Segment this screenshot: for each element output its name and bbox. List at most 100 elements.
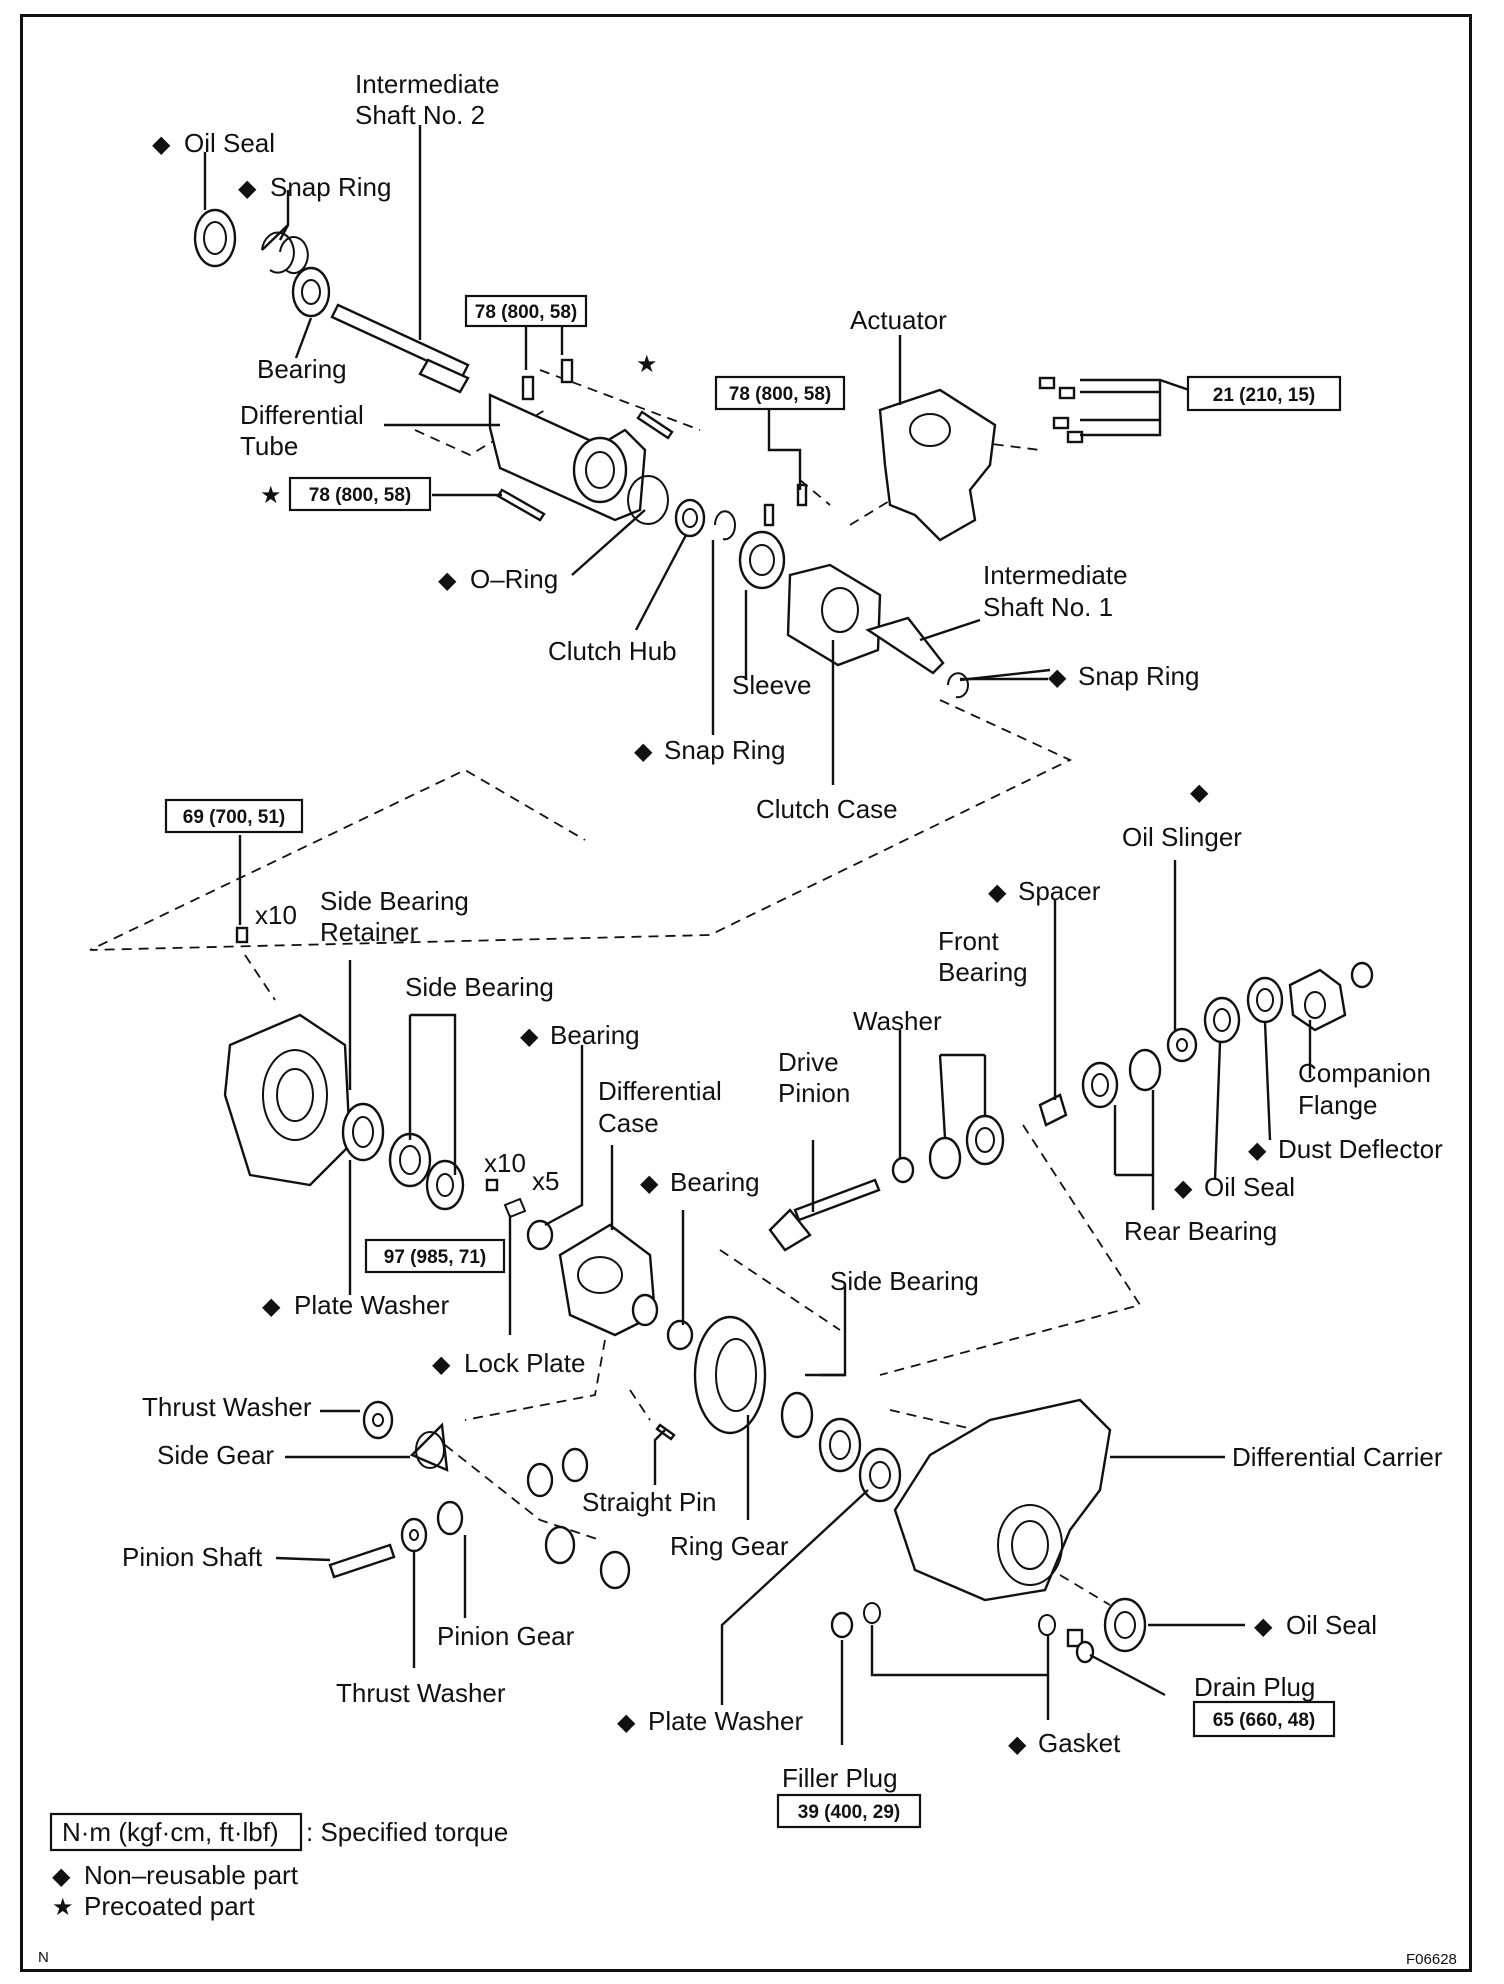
part-differential-carrier [893, 1398, 1112, 1602]
label-drain-plug: Drain Plug [1194, 1672, 1315, 1702]
part-bearing-top [291, 266, 331, 318]
diamond-symbol: ◆ [1254, 1612, 1273, 1640]
label-intermediate-shaft-1-line2: Shaft No. 1 [983, 592, 1113, 622]
label-differential-case-line2: Case [598, 1108, 659, 1138]
label-thrust-washer-bottom: Thrust Washer [336, 1678, 506, 1708]
diamond-symbol: ◆ [52, 1862, 71, 1890]
label-drive-pinion-line2: Pinion [778, 1078, 850, 1108]
label-o-ring: O–Ring [470, 564, 558, 594]
label-oil-seal-carrier: Oil Seal [1286, 1610, 1377, 1640]
part-side-bearing-retainer [223, 926, 352, 1187]
part-sleeve [738, 530, 786, 590]
legend-precoated: Precoated part [84, 1891, 255, 1921]
label-straight-pin: Straight Pin [582, 1487, 716, 1517]
legend-torque-box: N·m (kgf·cm, ft·lbf) [62, 1817, 279, 1847]
label-side-bearing-left: Side Bearing [405, 972, 554, 1002]
diamond-symbol: ◆ [238, 174, 257, 202]
part-o-ring [627, 475, 669, 525]
label-differential-carrier: Differential Carrier [1232, 1442, 1443, 1472]
label-differential-tube-line1: Differential [240, 400, 364, 430]
label-drive-pinion-line1: Drive [778, 1047, 839, 1077]
diamond-symbol: ◆ [520, 1022, 539, 1050]
part-washer-pinion [891, 1156, 915, 1184]
label-bearing-mid: Bearing [550, 1020, 640, 1050]
torque-clutch-case: 78 (800, 58) [729, 384, 831, 405]
label-oil-seal-right: Oil Seal [1204, 1172, 1295, 1202]
part-dust-deflector [1246, 976, 1284, 1024]
part-labels: ◆ Oil Seal ◆ Snap Ring Intermediate Shaf… [122, 69, 1443, 1793]
legend-non-reusable: Non–reusable part [84, 1860, 299, 1890]
part-differential-case [558, 1223, 659, 1337]
label-spacer: Spacer [1018, 876, 1101, 906]
part-spacer [1038, 1093, 1068, 1127]
label-intermediate-shaft-1-line1: Intermediate [983, 560, 1128, 590]
label-differential-case-line1: Differential [598, 1076, 722, 1106]
diamond-symbol: ◆ [1008, 1730, 1027, 1758]
part-intermediate-shaft-2 [330, 303, 470, 394]
label-plate-washer-left: Plate Washer [294, 1290, 449, 1320]
label-companion-flange-line2: Flange [1298, 1090, 1378, 1120]
label-actuator: Actuator [850, 305, 947, 335]
legend: N·m (kgf·cm, ft·lbf) : Specified torque … [38, 1812, 1457, 1968]
corner-mark-left: N [38, 1949, 49, 1966]
label-differential-tube-line2: Tube [240, 431, 298, 461]
leader-lines [203, 125, 1312, 1745]
label-clutch-hub: Clutch Hub [548, 636, 677, 666]
label-pinion-shaft: Pinion Shaft [122, 1542, 263, 1572]
diamond-symbol: ◆ [1048, 663, 1067, 691]
torque-tube-left: 78 (800, 58) [309, 485, 411, 506]
label-side-bearing-retainer-line2: Retainer [320, 917, 419, 947]
part-companion-flange [1288, 961, 1374, 1032]
diamond-symbol: ◆ [617, 1708, 636, 1736]
torque-actuator: 21 (210, 15) [1213, 385, 1315, 406]
label-bearing-top: Bearing [257, 354, 347, 384]
star-symbol: ★ [260, 481, 282, 509]
part-pinion-gear [436, 1500, 464, 1536]
label-oil-seal-top: Oil Seal [184, 128, 275, 158]
torque-retainer: 69 (700, 51) [183, 807, 285, 828]
part-pinion-shaft [328, 1543, 396, 1579]
label-gasket: Gasket [1038, 1728, 1121, 1758]
part-actuator [878, 376, 1084, 542]
label-snap-ring-mid: Snap Ring [664, 735, 785, 765]
label-x5: x5 [532, 1166, 559, 1196]
diamond-symbol: ◆ [1190, 778, 1209, 806]
part-gasket [863, 1602, 1056, 1636]
diamond-symbol: ◆ [432, 1350, 451, 1378]
part-clutch-case [763, 483, 882, 667]
part-oil-seal-top [193, 208, 237, 268]
label-dust-deflector: Dust Deflector [1278, 1134, 1443, 1164]
part-filler-plug [830, 1611, 854, 1639]
part-lock-plate [485, 1178, 527, 1219]
part-side-bearing-left [388, 1132, 465, 1211]
part-bearing-mid [526, 1219, 554, 1251]
label-front-bearing-line2: Bearing [938, 957, 1028, 987]
label-ring-gear: Ring Gear [670, 1531, 789, 1561]
part-snap-ring-top [261, 231, 309, 275]
part-bearing-low [666, 1319, 694, 1351]
part-drive-pinion [768, 1178, 881, 1252]
part-side-bearing-right [780, 1391, 862, 1473]
label-thrust-washer-top: Thrust Washer [142, 1392, 312, 1422]
torque-tube-top: 78 (800, 58) [475, 302, 577, 323]
label-bearing-low: Bearing [670, 1167, 760, 1197]
label-snap-ring-top: Snap Ring [270, 172, 391, 202]
diamond-symbol: ◆ [262, 1292, 281, 1320]
label-side-bearing-right: Side Bearing [830, 1266, 979, 1296]
label-intermediate-shaft-2-line1: Intermediate [355, 69, 500, 99]
part-plate-washer-left [341, 1102, 385, 1162]
label-intermediate-shaft-2-line2: Shaft No. 2 [355, 100, 485, 130]
part-intermediate-shaft-1 [865, 616, 945, 675]
part-rear-bearing [1081, 1048, 1162, 1109]
label-clutch-case: Clutch Case [756, 794, 898, 824]
part-oil-seal-carrier [1103, 1597, 1147, 1653]
diamond-symbol: ◆ [438, 566, 457, 594]
part-thrust-washer-top [362, 1400, 394, 1440]
part-straight-pin [655, 1423, 676, 1441]
label-rear-bearing: Rear Bearing [1124, 1216, 1277, 1246]
part-ring-gear [693, 1315, 767, 1435]
part-thrust-washer-bottom [400, 1517, 428, 1553]
label-x10-b: x10 [484, 1148, 526, 1178]
part-snap-ring-mid [714, 510, 736, 541]
